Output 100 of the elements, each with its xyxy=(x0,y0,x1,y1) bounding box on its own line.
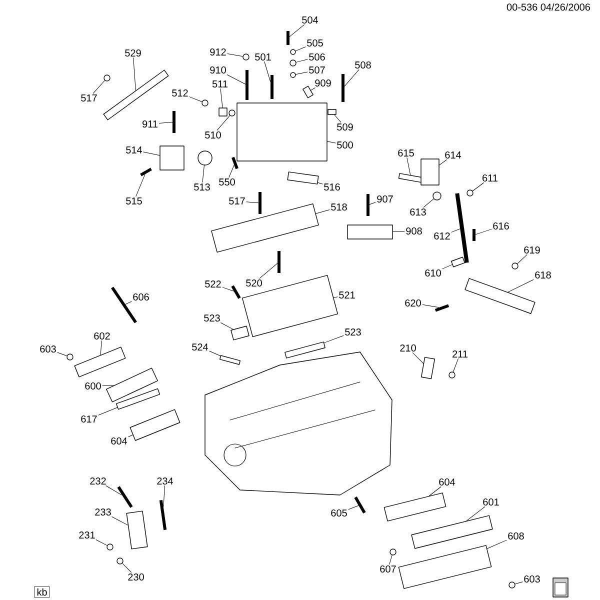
leader-line xyxy=(222,287,234,292)
callout-number: 910 xyxy=(210,66,226,74)
leader-line xyxy=(96,540,108,546)
leader-line xyxy=(369,202,376,205)
leader-line xyxy=(259,263,278,279)
callout-number: 619 xyxy=(524,246,540,254)
callout-number: 611 xyxy=(482,174,498,182)
callout-number: 507 xyxy=(309,66,325,74)
leader-line xyxy=(220,322,234,330)
callout-number: 500 xyxy=(337,141,353,149)
leader-line xyxy=(451,228,460,232)
callout-number: 510 xyxy=(205,131,221,139)
callout-number: 512 xyxy=(172,89,188,97)
leader-line xyxy=(466,506,486,522)
leader-line xyxy=(310,88,316,91)
leader-line xyxy=(226,74,246,84)
part-outline xyxy=(242,274,338,338)
bolt xyxy=(140,168,152,176)
callout-number: 617 xyxy=(81,415,97,423)
part-outline xyxy=(284,342,326,358)
callout-number: 907 xyxy=(377,195,393,203)
part-outline xyxy=(464,278,536,314)
bolt xyxy=(258,192,262,214)
callout-number: 606 xyxy=(133,293,149,301)
leader-line xyxy=(333,296,338,298)
leader-line xyxy=(246,202,259,204)
leader-line xyxy=(406,158,411,176)
callout-number: 614 xyxy=(445,151,462,159)
leader-line xyxy=(202,165,204,182)
bolt xyxy=(246,70,248,100)
leader-line xyxy=(517,254,528,264)
callout-number: 516 xyxy=(324,183,340,191)
bolt xyxy=(366,194,370,216)
bolt xyxy=(117,486,133,508)
leader-line xyxy=(429,486,442,496)
part-outline xyxy=(126,510,148,550)
leader-line xyxy=(514,582,523,584)
leader-line xyxy=(209,350,221,356)
callout-number: 513 xyxy=(194,183,210,191)
leader-line xyxy=(324,335,344,344)
part-outline xyxy=(211,203,319,253)
leader-line xyxy=(389,554,392,565)
bolt xyxy=(231,285,241,299)
leader-line xyxy=(128,434,133,438)
callout-number: 529 xyxy=(125,49,141,57)
part-outline xyxy=(347,224,393,240)
part-outline xyxy=(287,172,319,184)
callout-number: 908 xyxy=(406,227,422,235)
leader-line xyxy=(227,53,243,57)
part-outline xyxy=(106,368,158,402)
leader-line xyxy=(316,209,330,214)
callout-number: 508 xyxy=(355,61,371,69)
callout-number: 909 xyxy=(315,79,331,87)
callout-number: 613 xyxy=(410,208,426,216)
callout-number: 514 xyxy=(126,146,142,154)
callout-number: 550 xyxy=(219,178,235,186)
callout-number: 603 xyxy=(40,345,56,353)
part-outline xyxy=(398,545,492,589)
callout-number: 523 xyxy=(204,314,220,322)
leader-line xyxy=(92,80,105,94)
part-outline xyxy=(411,515,493,549)
callout-number: 506 xyxy=(309,53,325,61)
callout-number: 601 xyxy=(483,498,499,506)
part-outline xyxy=(450,256,466,268)
part-outline xyxy=(421,356,436,380)
callout-number: 602 xyxy=(94,332,110,340)
callout-number: 605 xyxy=(331,509,347,517)
part-outline xyxy=(219,355,241,365)
callout-number: 211 xyxy=(452,350,468,358)
leader-line xyxy=(133,58,136,91)
leader-line xyxy=(98,407,118,416)
callout-number: 604 xyxy=(111,437,128,445)
part-outline xyxy=(384,492,446,522)
leader-line xyxy=(136,174,146,197)
callout-number: 233 xyxy=(95,508,111,516)
leader-line xyxy=(112,516,128,526)
leader-line xyxy=(57,352,68,356)
callout-number: 600 xyxy=(85,382,101,390)
callout-number: 504 xyxy=(302,16,318,24)
leader-line xyxy=(106,486,122,496)
leader-line xyxy=(439,160,447,166)
leader-line xyxy=(334,114,342,123)
callout-number: 612 xyxy=(434,232,450,240)
leader-line xyxy=(318,182,323,184)
callout-number: 523 xyxy=(345,328,361,336)
callout-number: 615 xyxy=(398,149,414,157)
callout-number: 501 xyxy=(255,53,271,61)
callout-number: 603 xyxy=(524,575,540,583)
leader-line xyxy=(163,486,165,507)
leader-line xyxy=(423,198,434,208)
callout-number: 616 xyxy=(493,222,509,230)
leader-line xyxy=(344,70,360,86)
leader-line xyxy=(125,301,132,305)
leader-line xyxy=(412,352,424,364)
bolt xyxy=(354,496,366,514)
leader-line xyxy=(100,340,102,356)
leader-line xyxy=(475,228,492,235)
nut-circle xyxy=(198,150,212,166)
callout-number: 522 xyxy=(205,280,221,288)
callout-number: 618 xyxy=(535,271,551,279)
